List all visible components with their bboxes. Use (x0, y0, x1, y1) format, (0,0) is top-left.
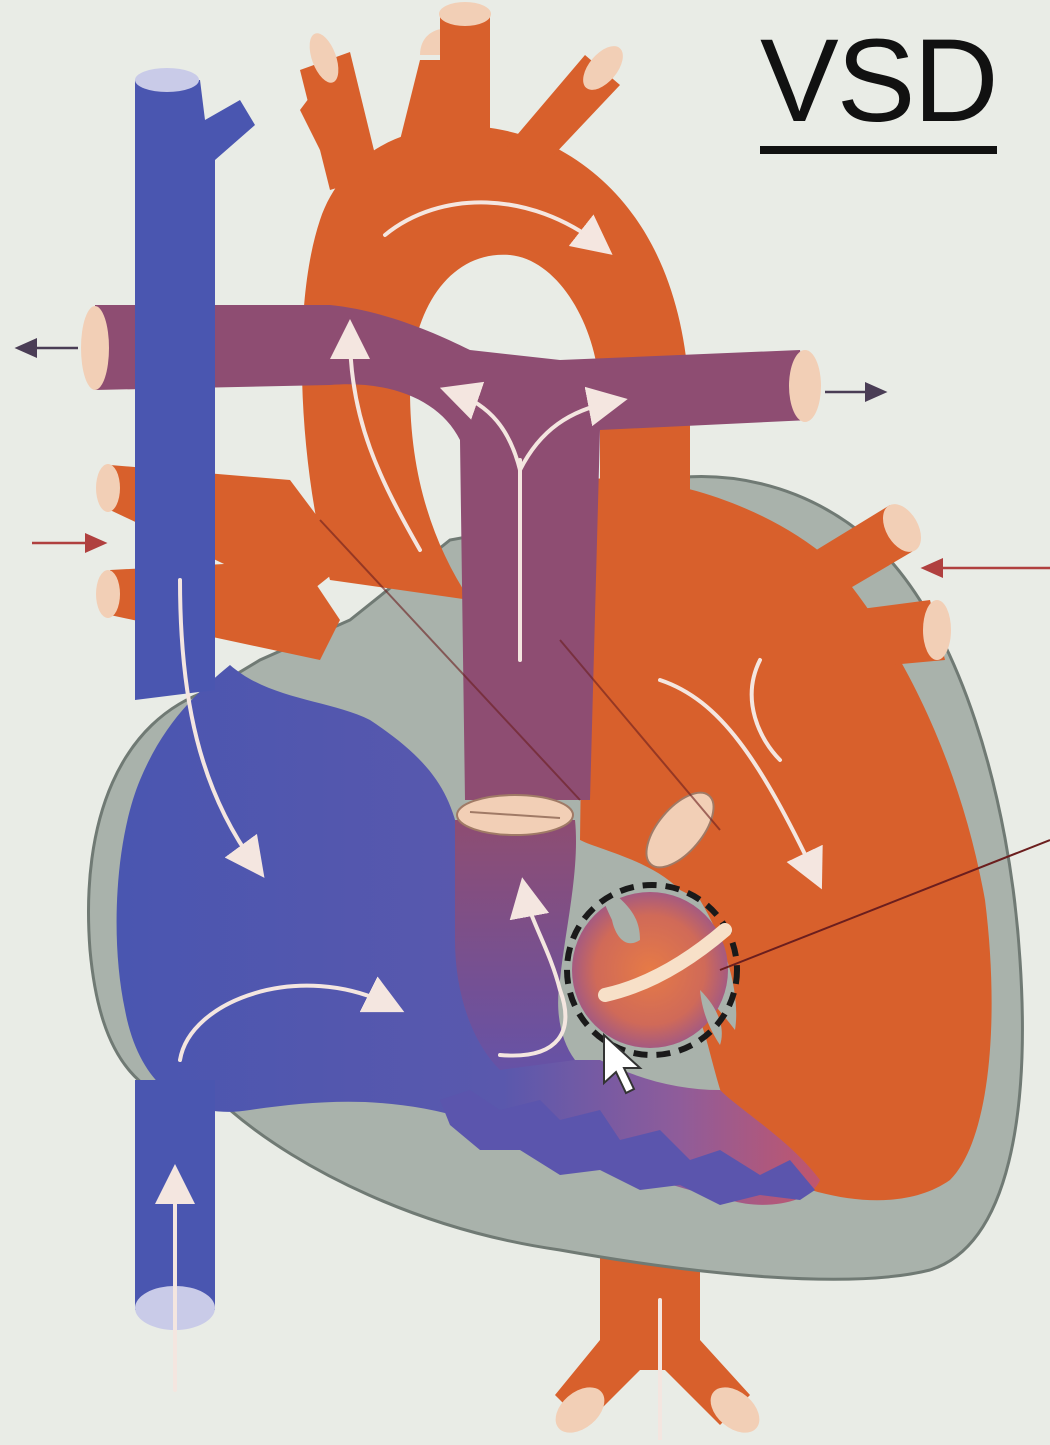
diagram-title: VSD (760, 22, 997, 154)
defect-region (572, 892, 728, 1048)
pulmonary-valve (457, 795, 573, 835)
pulmonary-veins-left (96, 464, 350, 660)
